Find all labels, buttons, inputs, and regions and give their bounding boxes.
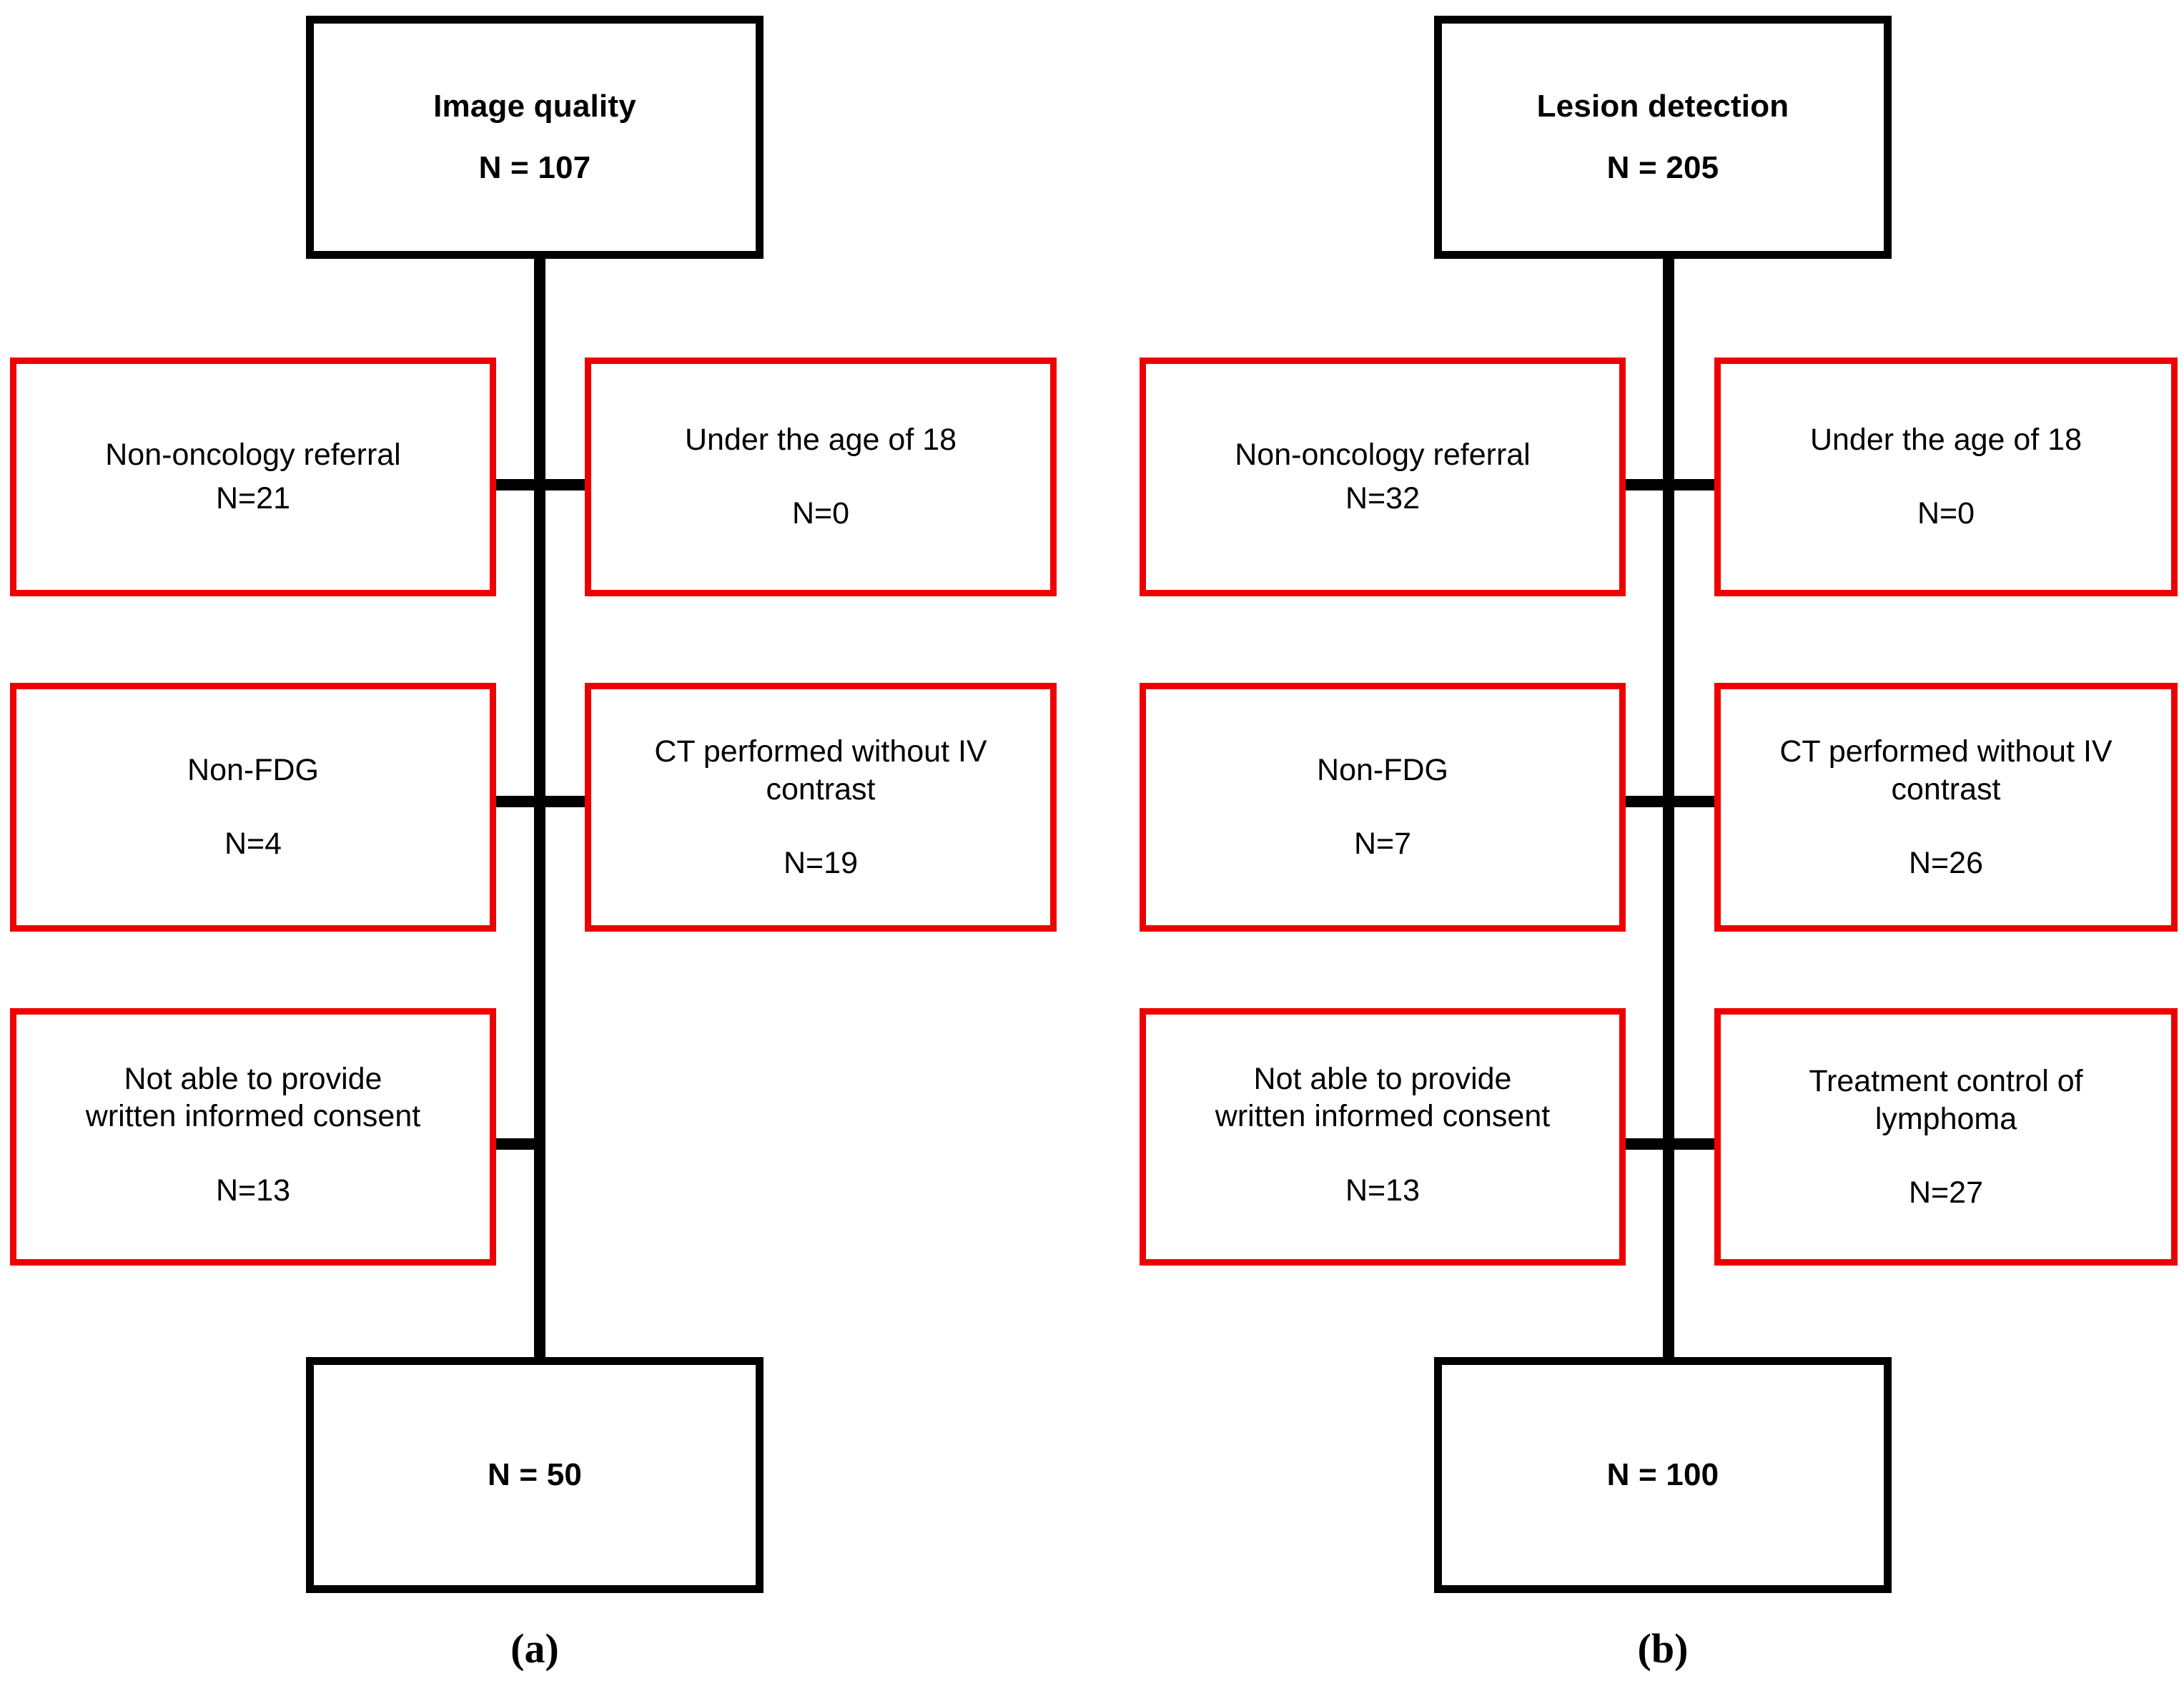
panel-b-row1-left-stub	[1621, 479, 1669, 490]
panel-a-exclusion-3-count: N=4	[224, 827, 282, 861]
panel-a-exclusion-box-4: CT performed without IV contrast N=19	[585, 683, 1057, 932]
panel-a-top-box: Image quality N = 107	[306, 16, 764, 259]
panel-a-row3-left-stub	[492, 1138, 539, 1150]
panel-a-exclusion-box-2: Under the age of 18 N=0	[585, 358, 1057, 596]
panel-a-exclusion-5-count: N=13	[216, 1173, 290, 1208]
panel-b-exclusion-4-count: N=26	[1909, 846, 1983, 881]
panel-a-bottom-box: N = 50	[306, 1357, 764, 1593]
panel-b-exclusion-2-line1: Under the age of 18	[1809, 423, 2082, 458]
panel-a-bottom-count: N = 50	[487, 1457, 583, 1493]
panel-b-row3-left-stub	[1621, 1138, 1669, 1150]
panel-a-row2-left-stub	[492, 796, 539, 807]
panel-b-top-title: Lesion detection	[1536, 89, 1789, 124]
panel-a-exclusion-4-count: N=19	[784, 846, 858, 881]
panel-b-exclusion-box-4: CT performed without IV contrast N=26	[1714, 683, 2178, 932]
panel-b-row2-left-stub	[1621, 796, 1669, 807]
panel-a-exclusion-3-line1: Non-FDG	[187, 753, 319, 788]
panel-a-exclusion-2-line1: Under the age of 18	[684, 423, 957, 458]
panel-b-row1-right-stub	[1663, 479, 1714, 490]
panel-b-exclusion-box-6: Treatment control of lymphoma N=27	[1714, 1008, 2178, 1266]
panel-b-top-box: Lesion detection N = 205	[1434, 16, 1892, 259]
panel-b-row2-right-stub	[1663, 796, 1714, 807]
panel-a-caption: (a)	[510, 1625, 559, 1672]
panel-b-top-count: N = 205	[1606, 150, 1719, 185]
panel-b-exclusion-4-line1: CT performed without IV	[1779, 734, 2113, 769]
panel-a-trunk-line	[534, 256, 545, 1371]
panel-b-exclusion-5-count: N=13	[1345, 1173, 1420, 1208]
panel-a-exclusion-1-line1: Non-oncology referral	[105, 438, 401, 473]
panel-a-top-count: N = 107	[478, 150, 591, 185]
panel-b-exclusion-5-line2: written informed consent	[1215, 1099, 1551, 1134]
panel-a-exclusion-box-1: Non-oncology referral N=21	[10, 358, 496, 596]
panel-b-exclusion-1-count: N=32	[1345, 481, 1420, 516]
panel-a-exclusion-box-3: Non-FDG N=4	[10, 683, 496, 932]
panel-a-row2-right-stub	[534, 796, 585, 807]
panel-b-caption: (b)	[1637, 1625, 1689, 1672]
panel-a-exclusion-4-line2: contrast	[766, 771, 876, 807]
panel-b-exclusion-5-line1: Not able to provide	[1253, 1062, 1512, 1096]
panel-a-exclusion-2-count: N=0	[791, 496, 850, 531]
panel-a-exclusion-1-count: N=21	[216, 481, 290, 516]
panel-b-exclusion-box-5: Not able to provide written informed con…	[1140, 1008, 1626, 1266]
panel-b-row3-right-stub	[1663, 1138, 1714, 1150]
panel-b-exclusion-6-line1: Treatment control of	[1809, 1064, 2083, 1099]
panel-b-exclusion-3-line1: Non-FDG	[1317, 753, 1448, 788]
panel-b-exclusion-4-line2: contrast	[1891, 771, 2001, 807]
panel-a-exclusion-5-line2: written informed consent	[85, 1099, 421, 1134]
panel-b-exclusion-box-2: Under the age of 18 N=0	[1714, 358, 2178, 596]
panel-a-exclusion-4-line1: CT performed without IV	[654, 734, 987, 769]
panel-a-exclusion-box-5: Not able to provide written informed con…	[10, 1008, 496, 1266]
panel-b-bottom-box: N = 100	[1434, 1357, 1892, 1593]
panel-b-exclusion-6-line2: lymphoma	[1874, 1101, 2017, 1136]
panel-a-row1-left-stub	[492, 479, 539, 490]
panel-b-exclusion-box-3: Non-FDG N=7	[1140, 683, 1626, 932]
panel-a-row1-right-stub	[534, 479, 585, 490]
panel-a-top-title: Image quality	[433, 89, 636, 124]
panel-b-bottom-count: N = 100	[1606, 1457, 1719, 1493]
panel-b-trunk-line	[1663, 256, 1674, 1371]
panel-a-exclusion-5-line1: Not able to provide	[124, 1062, 382, 1096]
panel-b-exclusion-2-count: N=0	[1917, 496, 1975, 531]
panel-b-exclusion-box-1: Non-oncology referral N=32	[1140, 358, 1626, 596]
panel-b-exclusion-1-line1: Non-oncology referral	[1235, 438, 1531, 473]
panel-b-exclusion-3-count: N=7	[1353, 827, 1412, 861]
panel-b-exclusion-6-count: N=27	[1909, 1175, 1983, 1211]
